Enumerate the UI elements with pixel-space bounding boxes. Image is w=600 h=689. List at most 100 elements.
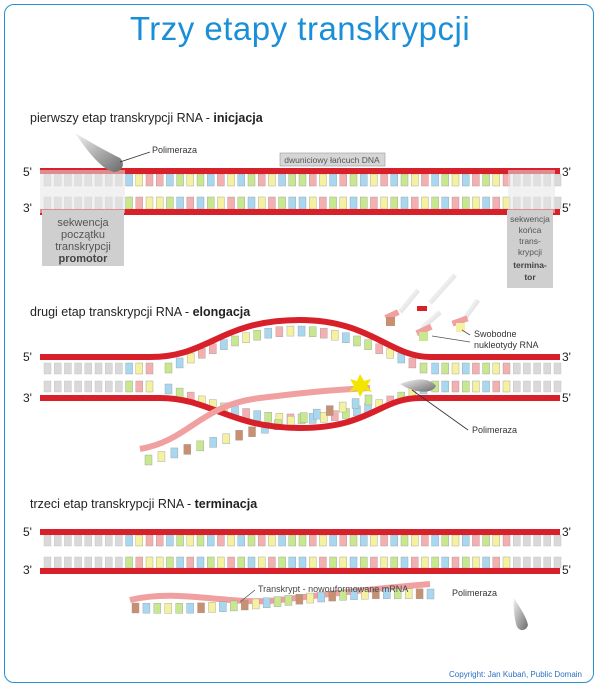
nucleotide-top	[186, 534, 195, 547]
nucleotide-bottom	[349, 556, 358, 569]
nucleotide-top	[155, 173, 164, 187]
rna-nucleotide	[317, 591, 325, 603]
nucleotide-top	[206, 173, 215, 187]
nucleotide-bottom	[258, 556, 266, 569]
rna-nucleotide	[241, 599, 249, 611]
rna-nucleotide	[306, 592, 315, 604]
promotor-line-4: promotor	[59, 253, 109, 265]
nucleotide-bottom	[400, 196, 409, 210]
nucleotide-top	[166, 173, 174, 187]
polymerase-label-2: Polimeraza	[472, 425, 517, 435]
rna-nucleotide	[230, 600, 238, 612]
nucleotide-top	[451, 534, 460, 547]
nucleotide-bottom	[411, 556, 419, 569]
nucleotide-top	[135, 173, 144, 187]
nucleotide-bottom	[145, 196, 154, 210]
rna-nucleotide	[325, 405, 334, 416]
nucleotide-top	[115, 362, 123, 375]
nucleotide-top	[115, 534, 123, 547]
nucleotide-top	[472, 534, 480, 547]
nucleotide-bottom	[553, 380, 562, 393]
nucleotide-top	[209, 343, 217, 354]
terminator-line-1: sekwencja	[510, 214, 550, 224]
nucleotide-top	[408, 357, 417, 369]
nucleotide-bottom	[411, 196, 419, 210]
terminator-line-4: krypcji	[518, 247, 542, 257]
nucleotide-top	[125, 362, 133, 375]
nucleotide-top	[206, 534, 215, 547]
stage-3-heading: trzeci etap transkrypcji RNA - terminacj…	[30, 497, 257, 511]
copyright: Copyright: Jan Kubań, Public Domain	[449, 670, 582, 679]
nucleotide-top	[421, 173, 429, 187]
nucleotide-bottom	[360, 196, 368, 210]
nucleotide-top	[502, 534, 511, 547]
stage2-3prime-right: 3'	[562, 350, 571, 364]
nucleotide-bottom	[390, 556, 398, 569]
nucleotide-bottom	[94, 380, 103, 393]
nucleotide-top	[164, 362, 173, 374]
nucleotide-top	[298, 173, 307, 187]
nucleotide-top	[431, 173, 439, 187]
stage3-3prime-left: 3'	[23, 563, 32, 577]
rna-nucleotide	[287, 415, 295, 427]
nucleotide-bottom	[441, 196, 449, 210]
nucleotide-top	[451, 173, 460, 187]
nucleotide-bottom	[135, 380, 144, 393]
nucleotide-top	[275, 326, 284, 337]
nucleotide-top	[74, 362, 82, 375]
frame	[4, 4, 594, 683]
nucleotide-bottom	[206, 556, 215, 569]
dna-top-strand-3	[40, 529, 560, 535]
nucleotide-top	[380, 173, 388, 187]
nucleotide-top	[364, 339, 372, 350]
nucleotide-top	[411, 173, 419, 187]
nucleotide-bottom	[217, 556, 225, 569]
nucleotide-top	[380, 534, 388, 547]
stage-3-diagram: Transkrypt - nowouformowane mRNA Polimer…	[23, 525, 571, 631]
nucleotide-top	[419, 362, 428, 374]
nucleotide-top	[320, 327, 328, 339]
free-nucleotides-line-2: nukleotydy RNA	[474, 340, 539, 350]
nucleotide-top	[176, 173, 184, 187]
stage-3-prefix: trzeci etap transkrypcji RNA -	[30, 497, 195, 511]
stage-1-heading: pierwszy etap transkrypcji RNA - inicjac…	[30, 111, 263, 125]
nucleotide-bottom	[472, 556, 480, 569]
nucleotide-bottom	[84, 380, 93, 393]
dna-top-strand	[40, 168, 560, 174]
nucleotide-bottom	[288, 196, 296, 210]
nucleotide-bottom	[166, 556, 174, 569]
nucleotide-top	[360, 534, 368, 547]
terminator-line-6: tor	[524, 272, 536, 282]
nucleotide-top	[533, 534, 541, 547]
nucleotide-bottom	[523, 556, 531, 569]
nucleotide-bottom	[360, 556, 368, 569]
nucleotide-bottom	[125, 380, 133, 393]
nucleotide-top	[339, 173, 347, 187]
nucleotide-top	[451, 362, 460, 375]
nucleotide-top	[278, 534, 286, 547]
rna-nucleotide	[328, 590, 336, 602]
nucleotide-top	[186, 352, 195, 364]
promotor-line-1: sekwencja	[57, 217, 109, 229]
mrna-growing	[139, 385, 371, 452]
nucleotide-top	[155, 534, 164, 547]
rna-nucleotide	[235, 430, 243, 441]
nucleotide-top	[264, 327, 272, 339]
dna-top-strand-open	[40, 316, 560, 360]
nucleotide-bottom	[543, 380, 551, 393]
nucleotide-bottom	[513, 556, 521, 569]
nucleotide-bottom	[390, 196, 398, 210]
nucleotide-bottom	[155, 556, 164, 569]
nucleotide-bottom	[278, 196, 286, 210]
nucleotide-bottom	[237, 196, 246, 210]
nucleotide-bottom	[278, 556, 286, 569]
nucleotide-bottom	[43, 380, 52, 393]
nucleotide-top	[94, 534, 103, 547]
dna-bottom-strand-open	[40, 395, 560, 432]
nucleotide-top	[227, 173, 235, 187]
nucleotide-bottom	[135, 556, 144, 569]
rna-nucleotide	[284, 595, 293, 606]
nucleotide-top	[472, 362, 480, 375]
nucleotide-bottom	[451, 196, 460, 210]
